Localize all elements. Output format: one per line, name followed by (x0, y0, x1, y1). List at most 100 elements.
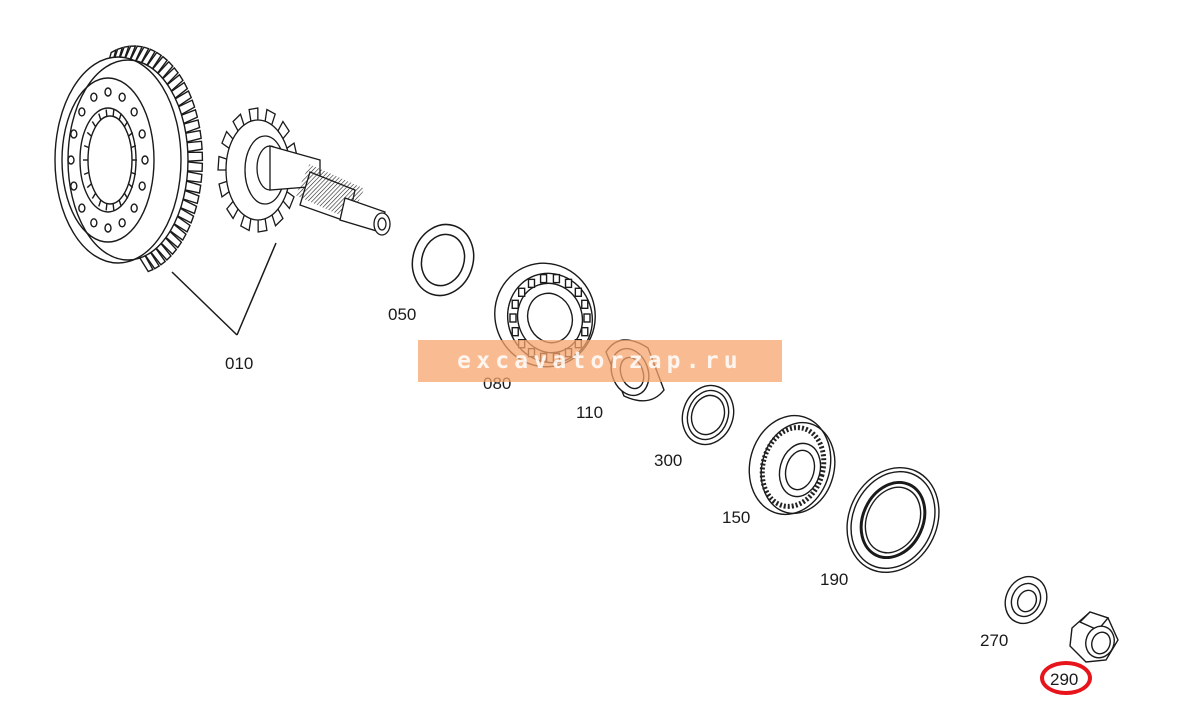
spline-line (130, 171, 137, 176)
bolt-hole (70, 181, 78, 191)
gear-tooth (185, 129, 202, 143)
shim-ring-drawing (411, 223, 475, 297)
bearing-roller (581, 326, 589, 337)
gear-tooth (152, 55, 169, 74)
bearing-roller (509, 313, 517, 323)
gear-tooth (187, 161, 204, 173)
bearing-roller (574, 287, 583, 297)
spline-line (130, 144, 137, 149)
washer-drawing (1004, 575, 1048, 625)
spline-line (112, 203, 115, 211)
part-label-010: 010 (225, 354, 254, 373)
spline-line (86, 131, 92, 137)
bolt-hole (90, 218, 98, 228)
bearing-roller (581, 299, 589, 310)
gear-tooth (171, 81, 189, 99)
gear-tooth (187, 140, 203, 153)
gear-tooth (123, 45, 137, 61)
gear-tooth (155, 243, 172, 262)
bearing-roller (539, 273, 548, 284)
spline-line (83, 144, 90, 149)
bolt-hole (141, 155, 149, 165)
bolt-hole (138, 181, 146, 191)
pinion-tooth (257, 217, 268, 233)
gear-tooth (157, 60, 174, 79)
gear-tooth (180, 199, 198, 215)
spline-line (118, 199, 122, 207)
spline-line (91, 121, 97, 128)
spline-line (105, 109, 108, 117)
gear-tooth (150, 248, 167, 266)
spline-line (91, 192, 97, 199)
gear-tooth (183, 119, 201, 134)
gear-tooth (181, 108, 199, 124)
part-label-270: 270 (980, 631, 1009, 650)
bolt-hole (78, 203, 86, 213)
pinion-tooth (248, 107, 259, 123)
gear-tooth (144, 252, 161, 270)
gear-tooth (166, 73, 184, 92)
gear-tooth (183, 189, 200, 205)
gear-tooth (146, 51, 163, 70)
watermark-text: excavatorzap.ru (457, 348, 743, 374)
bolt-hole (118, 92, 126, 102)
gear-tooth (169, 223, 187, 242)
part-label-110: 110 (576, 403, 604, 422)
gear-tooth (186, 170, 203, 184)
spline-line (83, 171, 90, 176)
bearing-roller (583, 313, 591, 323)
gear-tooth (177, 207, 195, 224)
gear-tooth (129, 45, 144, 62)
pinion-shaft (217, 107, 391, 236)
bolt-hole (104, 87, 112, 97)
watermark-banner: excavatorzap.ru (418, 340, 782, 382)
bolt-hole (130, 203, 138, 213)
leader-lines-010 (171, 242, 277, 336)
spline-line (123, 121, 129, 128)
part-label-190: 190 (820, 570, 849, 589)
bearing-roller (517, 287, 526, 297)
highlight-ring-290 (1040, 661, 1092, 695)
hex-nut-drawing (1069, 611, 1119, 663)
bolt-hole (138, 129, 146, 139)
gear-tooth (135, 46, 150, 63)
gear-tooth (160, 237, 178, 256)
shaft-seal-drawing (846, 466, 940, 574)
bolt-hole (104, 223, 112, 233)
part-label-300: 300 (654, 451, 683, 470)
bolt-hole (130, 107, 138, 117)
spline-line (128, 131, 134, 137)
spline-line (105, 203, 108, 211)
bearing-roller (564, 278, 573, 289)
bearing-roller (527, 278, 536, 289)
spline-line (123, 192, 129, 199)
spline-line (98, 199, 102, 207)
gear-tooth (162, 66, 179, 85)
gear-tooth (141, 48, 156, 66)
part-label-150: 150 (722, 508, 751, 527)
spline-line (118, 113, 122, 121)
bolt-hole (70, 129, 78, 139)
gear-tooth (185, 180, 202, 194)
gear-tooth (187, 151, 204, 162)
tapered-bearing-drawing (748, 414, 836, 516)
gear-tooth (139, 255, 154, 273)
bolt-hole (67, 155, 75, 165)
crown-gear (54, 45, 204, 273)
bolt-hole (90, 92, 98, 102)
bearing-roller (511, 299, 519, 310)
spline-line (128, 183, 134, 189)
bolt-hole (118, 218, 126, 228)
gear-tooth (165, 230, 183, 249)
gear-tooth (175, 90, 193, 107)
bearing-roller (552, 273, 561, 284)
spline-line (98, 113, 102, 121)
bearing-roller (511, 326, 519, 337)
spline-line (86, 183, 92, 189)
part-label-050: 050 (388, 305, 417, 324)
spacer-ring-drawing (681, 384, 735, 446)
bolt-hole (78, 107, 86, 117)
spline-line (112, 109, 115, 117)
gear-tooth (178, 99, 196, 116)
